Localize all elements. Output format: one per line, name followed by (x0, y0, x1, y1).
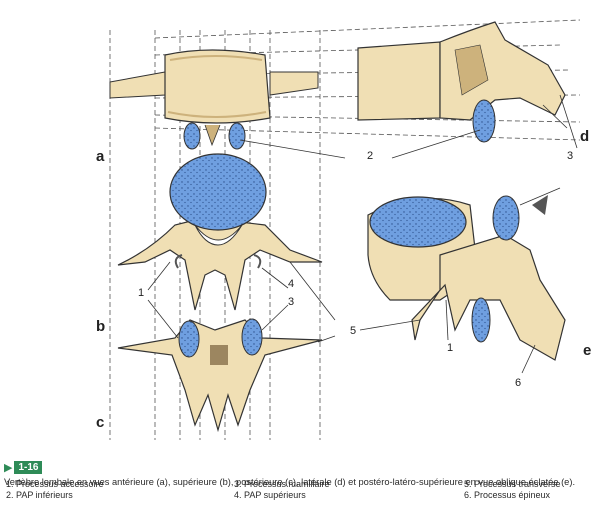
figure-number: 1-16 (14, 461, 42, 474)
legend-item: 3. Processus mamillaire (234, 479, 330, 490)
legend-column-3: 5. Processus transverse 6. Processus épi… (464, 479, 561, 501)
legend-item: 1. Processus accessoire (6, 479, 104, 490)
callout-3-mid: 3 (288, 296, 294, 308)
view-e-oblique (368, 195, 565, 360)
view-label-d: d (580, 128, 589, 145)
figure-caption: ▶ 1-16 Vertèbre lombale en vues antérieu… (4, 458, 596, 487)
play-arrow-icon: ▶ (4, 461, 12, 474)
view-label-c: c (96, 414, 104, 431)
callout-2: 2 (367, 150, 373, 162)
legend-item: 6. Processus épineux (464, 490, 561, 501)
callout-3-top: 3 (567, 150, 573, 162)
legend-column-1: 1. Processus accessoire 2. PAP inférieur… (6, 479, 104, 501)
callout-1-left: 1 (138, 287, 144, 299)
view-label-a: a (96, 148, 104, 165)
legend-item: 4. PAP supérieurs (234, 490, 330, 501)
view-label-b: b (96, 318, 105, 335)
vertebra-illustration (0, 0, 598, 455)
view-a-anterior (110, 50, 318, 149)
view-label-e: e (583, 342, 591, 359)
view-c-posterior (118, 319, 322, 430)
legend-item: 2. PAP inférieurs (6, 490, 104, 501)
legend-column-2: 3. Processus mamillaire 4. PAP supérieur… (234, 479, 330, 501)
callout-4: 4 (288, 278, 294, 290)
view-d-lateral (358, 22, 565, 142)
legend-item: 5. Processus transverse (464, 479, 561, 490)
callout-1-right: 1 (447, 342, 453, 354)
callout-5: 5 (350, 325, 356, 337)
callout-6: 6 (515, 377, 521, 389)
figure-number-badge: ▶ 1-16 (4, 461, 42, 474)
